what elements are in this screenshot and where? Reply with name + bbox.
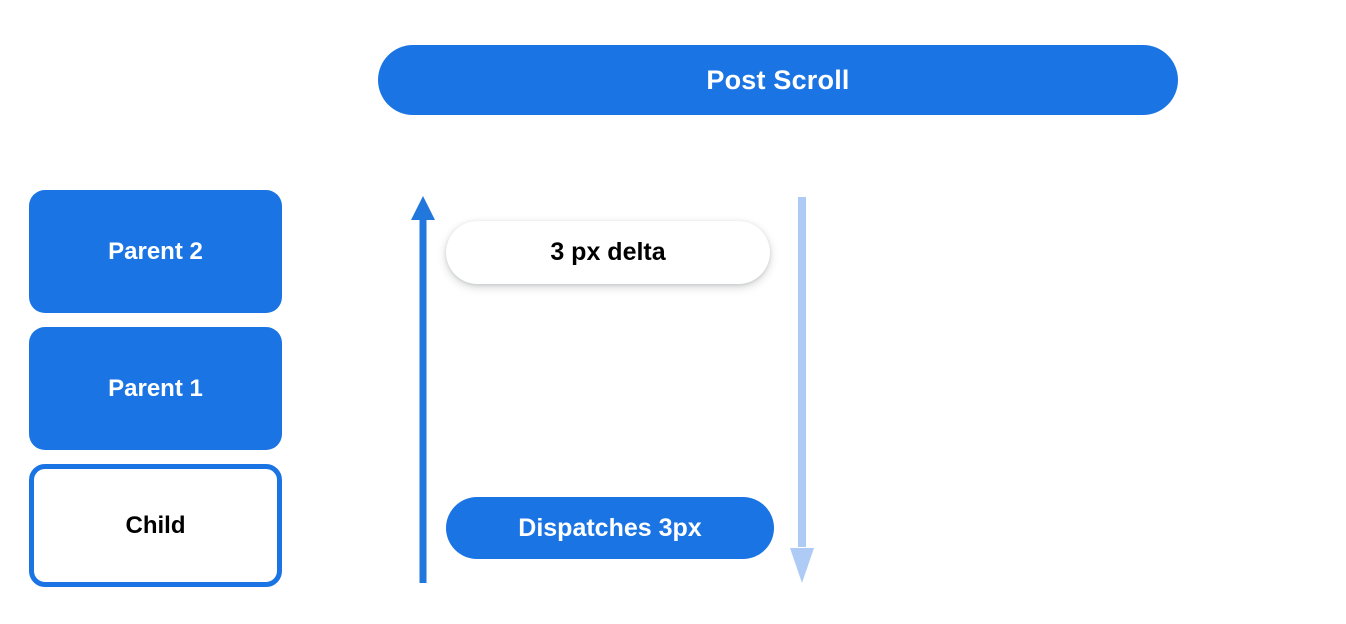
- delta-badge: 3 px delta: [446, 221, 770, 284]
- node-child-label: Child: [125, 511, 186, 539]
- node-hierarchy-stack: Parent 2 Parent 1 Child: [29, 190, 282, 587]
- scroll-up-arrow-icon: [411, 196, 435, 583]
- node-parent-2: Parent 2: [29, 190, 282, 313]
- node-child: Child: [29, 464, 282, 587]
- scroll-down-arrow-icon: [790, 197, 814, 583]
- node-parent-2-label: Parent 2: [108, 237, 203, 265]
- post-scroll-header: Post Scroll: [378, 45, 1178, 115]
- node-parent-1-label: Parent 1: [108, 374, 203, 402]
- page-title: Post Scroll: [706, 64, 850, 95]
- delta-badge-label: 3 px delta: [550, 238, 666, 266]
- node-parent-1: Parent 1: [29, 327, 282, 450]
- dispatch-badge-label: Dispatches 3px: [518, 513, 702, 542]
- dispatch-badge: Dispatches 3px: [446, 497, 774, 559]
